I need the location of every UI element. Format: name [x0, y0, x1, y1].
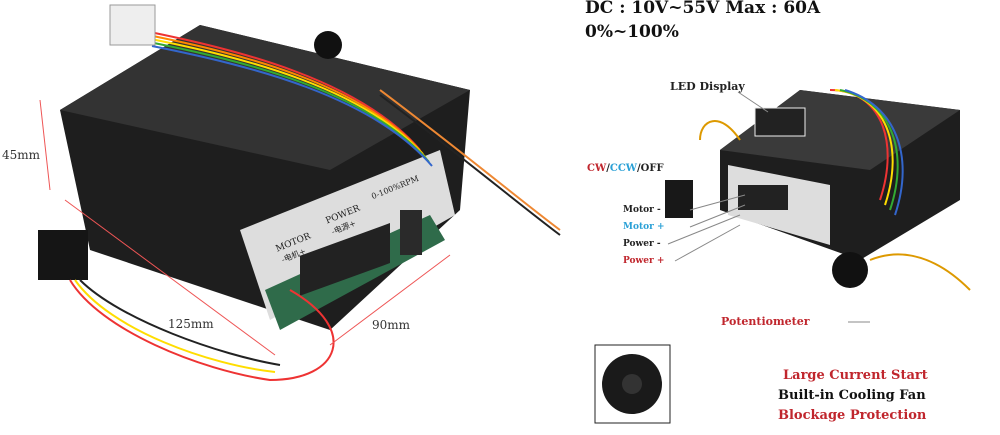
- callout-lines: [667, 91, 870, 323]
- feature-large-current: Large Current Start: [783, 368, 928, 383]
- spec-voltage-current: DC : 10V~55V Max : 60A: [585, 0, 821, 18]
- potentiometer-knob-right: [832, 252, 868, 288]
- ribbon-cable: [139, 29, 561, 236]
- dim-length: 125mm: [168, 317, 214, 331]
- switch-sep: /: [606, 163, 610, 174]
- switch-sep: /: [637, 163, 641, 174]
- spec-range: 0%~100%: [585, 22, 679, 42]
- dim-height: 45mm: [2, 148, 41, 162]
- rocker-switch-right: [665, 180, 693, 218]
- terminal-power-minus: Power -: [623, 239, 661, 249]
- terminal-power-plus: Power +: [623, 256, 665, 266]
- rocker-switch-left: [38, 230, 88, 280]
- switch-cw: CW: [587, 163, 607, 174]
- switch-wires: [69, 279, 335, 382]
- controller-case-right: [720, 90, 960, 260]
- led-display-label: LED Display: [670, 80, 745, 93]
- potentiometer-label: Potentiometer: [721, 315, 810, 328]
- switch-off: OFF: [640, 163, 664, 174]
- feature-cooling-fan: Built-in Cooling Fan: [778, 388, 926, 403]
- feature-blockage: Blockage Protection: [778, 408, 927, 423]
- controller-case-left: [60, 25, 470, 330]
- led-display: [754, 107, 806, 137]
- terminal-motor-minus: Motor -: [623, 205, 661, 215]
- switch-ccw: CCW: [609, 163, 638, 174]
- dimension-lines: [39, 99, 451, 356]
- potentiometer-knob-left: [314, 31, 342, 59]
- terminal-motor-plus: Motor +: [623, 222, 665, 232]
- switch-label: CW/CCW/OFF: [587, 163, 664, 174]
- dim-width: 90mm: [372, 318, 411, 332]
- connector: [109, 4, 156, 46]
